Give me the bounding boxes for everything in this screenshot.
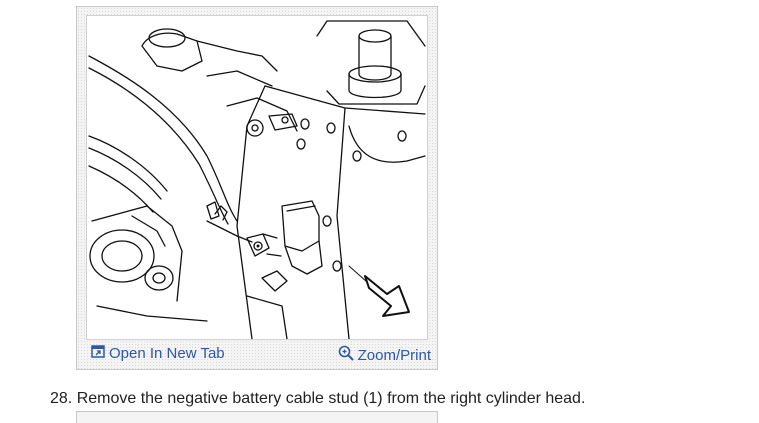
engine-illustration [86,15,428,340]
zoom-print-link[interactable]: Zoom/Print [338,345,431,365]
zoom-print-label: Zoom/Print [357,346,431,364]
open-in-new-tab-label: Open In New Tab [109,345,225,362]
figure-footer: Open In New Tab Zoom/Print [77,339,437,369]
open-in-new-tab-link[interactable]: Open In New Tab [91,345,225,362]
next-figure-container [76,411,438,423]
magnifier-icon [338,345,354,365]
step-instruction: 28. Remove the negative battery cable st… [50,390,586,407]
figure-container: Open In New Tab Zoom/Print [76,6,438,370]
line-drawing [88,20,426,339]
open-new-tab-icon [91,345,105,362]
previous-text-fragment [80,0,759,5]
